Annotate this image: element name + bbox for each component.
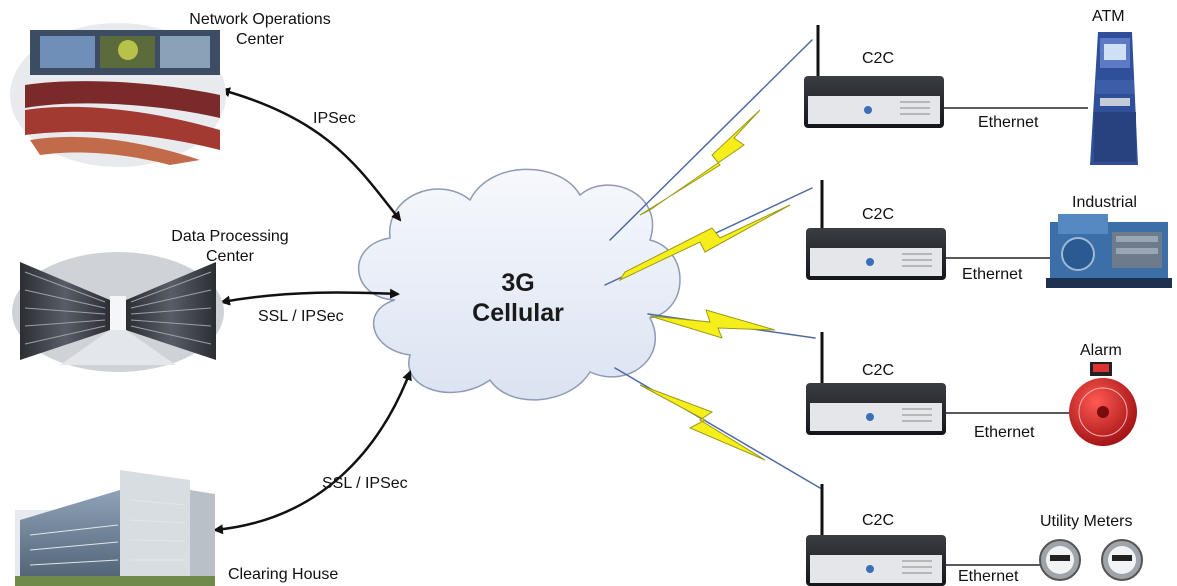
server-room-icon — [12, 252, 224, 372]
dpc-title-line-1: Data Processing — [171, 228, 289, 245]
noc-title: Network Operations Center — [150, 10, 370, 50]
control-room-icon — [10, 23, 226, 167]
router-3-label: C2C — [862, 362, 895, 379]
atm-label: ATM — [1092, 8, 1125, 25]
utility-meter-icon — [1039, 539, 1143, 581]
router-2 — [806, 180, 946, 280]
ethernet-label-2: Ethernet — [962, 266, 1023, 283]
ssl-ipsec-label-clearing: SSL / IPSec — [322, 475, 408, 492]
lightning-bolt-2 — [618, 204, 791, 282]
ethernet-lines — [944, 107, 1088, 566]
cloud-line-1: 3G — [501, 269, 535, 297]
router-3 — [806, 332, 946, 435]
ssl-ipsec-link-clearing — [213, 370, 412, 535]
ipsec-link — [220, 87, 402, 222]
lightning-bolt-3 — [649, 309, 776, 339]
ethernet-label-4: Ethernet — [958, 568, 1019, 585]
router-1 — [804, 25, 944, 128]
lightning-bolt-4 — [639, 384, 766, 461]
dpc-title: Data Processing Center — [130, 227, 330, 267]
atm-icon — [1090, 32, 1138, 165]
alarm-label: Alarm — [1080, 342, 1122, 359]
router-1-label: C2C — [862, 50, 895, 67]
ethernet-label-1: Ethernet — [978, 114, 1039, 131]
router-4 — [806, 484, 946, 586]
cloud-line-2: Cellular — [472, 299, 564, 327]
lightning-bolt-1 — [639, 109, 761, 216]
industrial-label: Industrial — [1072, 194, 1137, 211]
office-building-icon — [15, 470, 215, 586]
ssl-ipsec-label-dpc: SSL / IPSec — [258, 308, 344, 325]
industrial-generator-icon — [1046, 214, 1172, 288]
noc-title-line-1: Network Operations — [189, 11, 331, 28]
cellular-cloud — [358, 168, 681, 401]
router-4-label: C2C — [862, 512, 895, 529]
cloud-label: 3G Cellular — [448, 268, 588, 328]
clearing-house-title: Clearing House — [228, 566, 339, 583]
ssl-ipsec-link-dpc — [220, 288, 400, 306]
noc-title-line-2: Center — [235, 31, 285, 48]
wireless-links — [604, 39, 821, 489]
ethernet-label-3: Ethernet — [974, 424, 1035, 441]
utility-meters-label: Utility Meters — [1040, 513, 1133, 530]
alarm-bell-icon — [1069, 362, 1137, 446]
router-2-label: C2C — [862, 206, 895, 223]
ipsec-label: IPSec — [313, 110, 356, 127]
dpc-title-line-2: Center — [205, 248, 255, 265]
